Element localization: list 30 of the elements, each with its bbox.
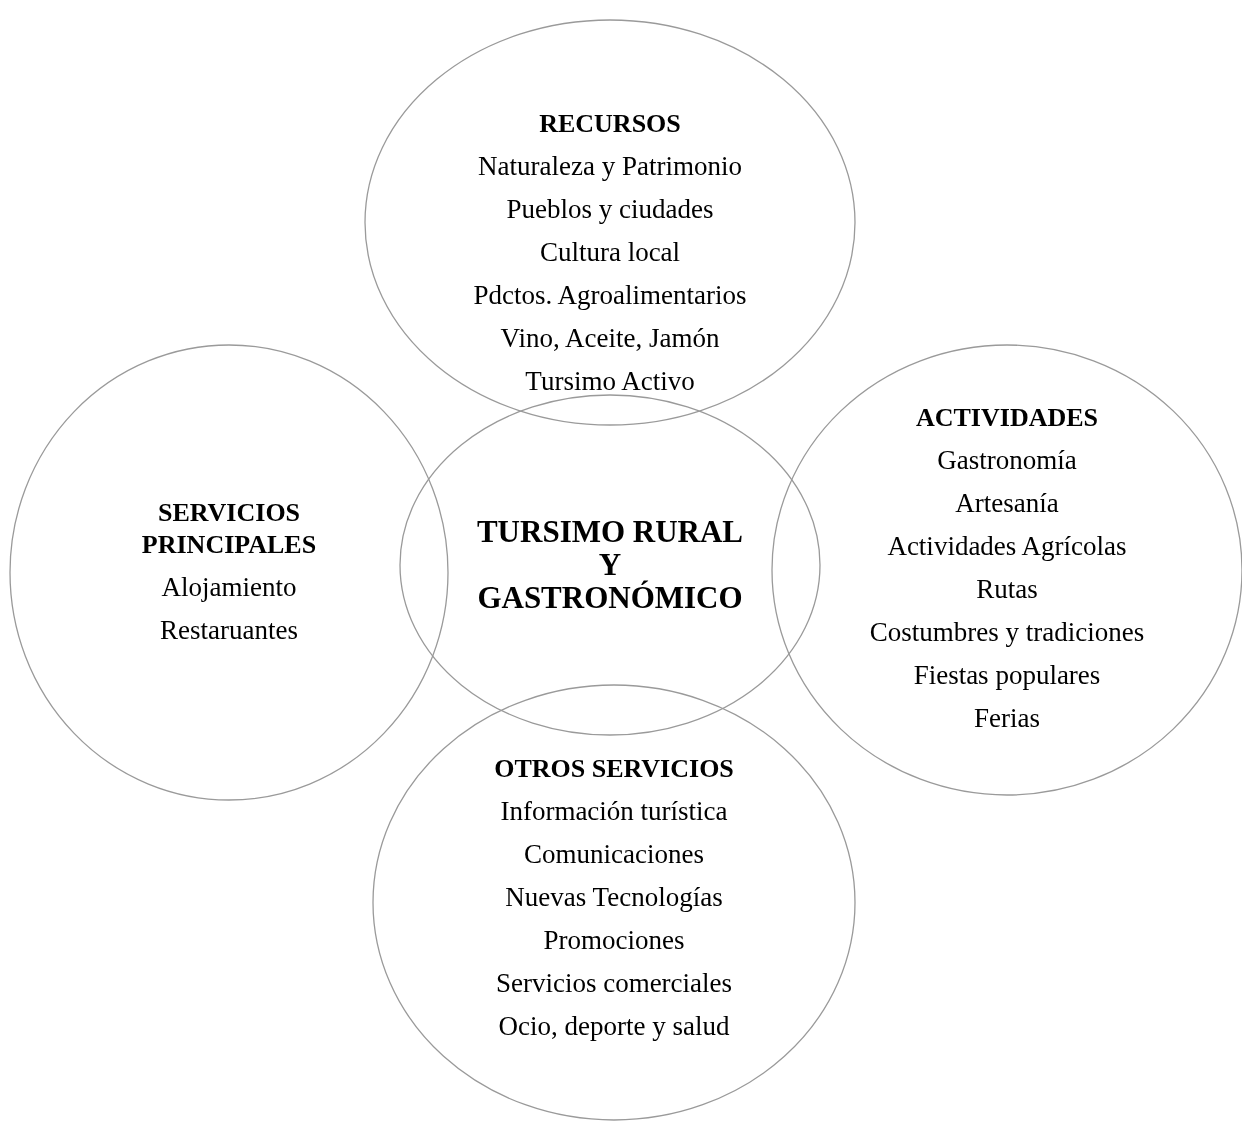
list-item: Rutas (976, 573, 1038, 606)
list-item: Ferias (974, 702, 1040, 735)
list-item: Pdctos. Agroalimentarios (473, 279, 747, 312)
circle-node (400, 395, 820, 735)
list-item: Ocio, deporte y salud (498, 1010, 730, 1043)
list-item: Fiestas populares (913, 659, 1101, 692)
circle-node (365, 20, 855, 425)
list-item: Pueblos y ciudades (506, 193, 714, 226)
list-item: Naturaleza y Patrimonio (478, 150, 742, 183)
list-item: Comunicaciones (524, 838, 704, 871)
list-item: Información turística (500, 795, 728, 828)
circle-node (10, 345, 448, 800)
center-title: TURSIMO RURAL Y GASTRONÓMICO (475, 515, 745, 614)
circle-heading: OTROS SERVICIOS (494, 753, 734, 785)
list-item: Actividades Agrícolas (887, 530, 1127, 563)
list-item: Cultura local (539, 236, 681, 269)
list-item: Nuevas Tecnologías (505, 881, 723, 914)
list-item: Tursimo Activo (525, 365, 695, 398)
list-item: Alojamiento (161, 571, 297, 604)
list-item: Costumbres y tradiciones (869, 616, 1145, 649)
list-item: Servicios comerciales (495, 967, 733, 1000)
list-item: Restaruantes (160, 614, 298, 647)
list-item: Artesanía (955, 487, 1059, 520)
circle-heading: ACTIVIDADES (915, 402, 1098, 434)
circle-heading: RECURSOS (539, 108, 681, 140)
circle-node (373, 685, 855, 1120)
list-item: Promociones (543, 924, 685, 957)
list-item: Vino, Aceite, Jamón (500, 322, 720, 355)
list-item: Gastronomía (937, 444, 1077, 477)
circle-heading: SERVICIOS PRINCIPALES (140, 497, 318, 561)
